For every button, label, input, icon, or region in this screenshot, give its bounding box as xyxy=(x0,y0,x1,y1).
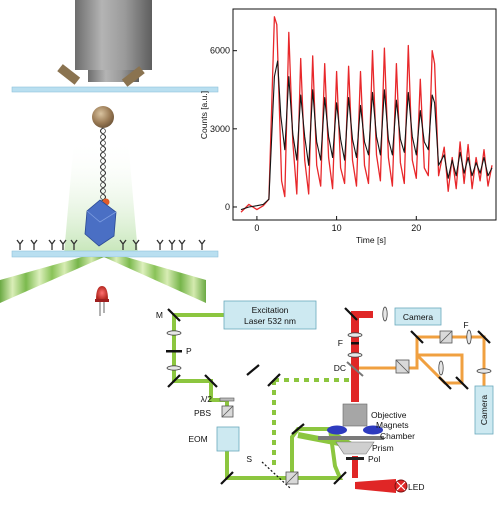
y-tick-label-2: 6000 xyxy=(210,46,230,56)
magnet-right xyxy=(121,66,145,87)
protein-facets xyxy=(86,210,117,223)
magnet-right-setup xyxy=(363,425,383,435)
mirror-4 xyxy=(220,471,234,485)
mirror-3 xyxy=(204,374,218,388)
mirror-5 xyxy=(246,364,260,376)
setup-objective xyxy=(342,403,368,427)
chamber xyxy=(318,436,384,440)
dna-tether-strand2 xyxy=(100,127,106,207)
label-chamber: Chamber xyxy=(380,431,415,441)
objective-body xyxy=(75,0,152,70)
camera-top-label: Camera xyxy=(403,312,434,322)
eom-box xyxy=(216,426,240,452)
polarizer xyxy=(346,457,364,460)
led-icon xyxy=(96,286,108,300)
cube-2-diagonal xyxy=(439,330,453,344)
x-tick-label-2: 20 xyxy=(411,223,421,233)
label-pol: Pol xyxy=(368,454,380,464)
mirror-7 xyxy=(291,423,305,435)
magnet-left-setup xyxy=(327,425,347,435)
dna-tether xyxy=(99,127,107,207)
camera-top-box xyxy=(394,307,442,326)
red-beam-vertical xyxy=(351,314,359,402)
pbs-diagonal xyxy=(221,405,234,418)
lens-8 xyxy=(347,352,363,358)
camera-right-label: Camera xyxy=(479,395,489,426)
mirror-13 xyxy=(438,376,452,390)
mirror-10 xyxy=(410,330,424,344)
chart-ticks: 0 10 20 0 3000 6000 xyxy=(210,46,421,233)
eom-label: EOM xyxy=(188,434,207,444)
fluorescence-glow xyxy=(64,140,138,254)
label-prism: Prism xyxy=(372,443,394,453)
cube-3-diagonal xyxy=(285,471,299,485)
mirror-12 xyxy=(455,376,469,390)
camera-right-box xyxy=(474,385,494,435)
chart: 0 10 20 0 3000 6000 Counts [a.u.] Time [s] xyxy=(199,8,497,245)
mirror-9 xyxy=(344,307,358,321)
mirror-8 xyxy=(333,471,347,485)
y-tick-label-0: 0 xyxy=(225,202,230,212)
dc-mirror xyxy=(346,361,364,377)
series-line-2 xyxy=(240,60,493,211)
bottom-coverslip xyxy=(11,250,219,258)
led-cross xyxy=(396,481,406,491)
antibody-row xyxy=(16,239,206,250)
magnet-left xyxy=(57,64,81,85)
molecule-schematic xyxy=(0,0,219,316)
led-base xyxy=(95,299,109,302)
label-objective: Objective xyxy=(371,410,407,420)
excitation-label-line1: Excitation xyxy=(252,305,289,315)
chart-series xyxy=(240,16,493,213)
pbs-label: PBS xyxy=(194,408,211,418)
label-LED: LED xyxy=(408,482,425,492)
halfwave-plate xyxy=(219,397,235,402)
label-M: M xyxy=(156,310,163,320)
tirf-beam-right xyxy=(104,257,206,303)
label-DC: DC xyxy=(334,363,346,373)
green-beam-eom xyxy=(225,450,292,480)
halfwave-label: λ/2 xyxy=(201,394,213,404)
x-tick-label-1: 10 xyxy=(332,223,342,233)
red-beam-top xyxy=(351,311,373,318)
label-S: S xyxy=(246,454,252,464)
mirror-2 xyxy=(167,374,181,388)
pinhole-P xyxy=(166,350,182,353)
lens-2 xyxy=(166,365,182,371)
excitation-laser-box xyxy=(223,300,317,330)
label-magnets: Magnets xyxy=(376,420,409,430)
excitation-label-line2: Laser 532 nm xyxy=(244,316,296,326)
lens-3 xyxy=(382,306,388,322)
x-axis-label: Time [s] xyxy=(356,235,386,245)
dichroic-diagonal xyxy=(395,359,410,374)
lens-6 xyxy=(476,368,492,374)
mirror-M xyxy=(167,308,181,322)
red-beam-bottom xyxy=(352,456,358,478)
filter-left xyxy=(351,342,359,345)
y-axis-label: Counts [a.u.] xyxy=(199,91,209,139)
label-F-right: F xyxy=(463,320,468,330)
mirror-11 xyxy=(477,330,491,344)
tirf-beam-left xyxy=(0,257,104,303)
lens-7 xyxy=(347,332,363,338)
label-F-left: F xyxy=(338,338,343,348)
lens-1 xyxy=(166,330,182,336)
mirror-6 xyxy=(267,373,281,387)
prism xyxy=(335,441,375,455)
optical-setup: Excitation Laser 532 nm Camera Camera EO… xyxy=(156,300,494,493)
lens-4 xyxy=(438,360,444,376)
top-coverslip xyxy=(11,86,219,93)
x-tick-label-0: 0 xyxy=(254,223,259,233)
lens-5 xyxy=(466,329,472,345)
red-beam-led xyxy=(355,479,396,493)
magnetic-bead xyxy=(92,106,114,128)
y-tick-label-1: 3000 xyxy=(210,124,230,134)
label-P: P xyxy=(186,346,192,356)
